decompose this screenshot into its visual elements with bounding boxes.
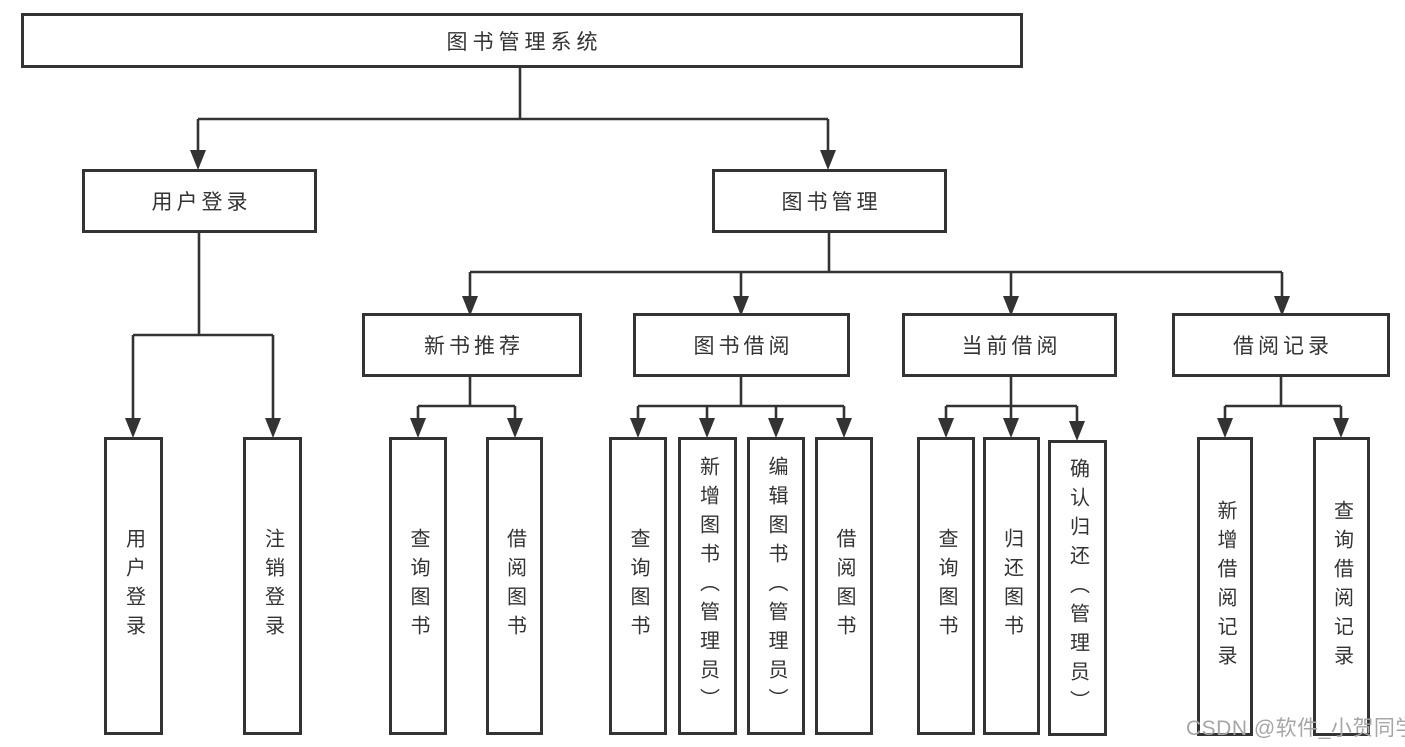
node-label: 借阅图书 xyxy=(503,528,526,644)
node-book-borrowing: 图书借阅 xyxy=(633,313,850,377)
node-label: 用户登录 xyxy=(151,191,252,214)
leaf-query-borrow-record: 查询借阅记录 xyxy=(1313,437,1370,736)
node-label: 注销登录 xyxy=(261,528,284,644)
arrow-down-icon xyxy=(410,418,426,438)
node-label: 编辑图书（管理员） xyxy=(765,455,787,717)
arrow-down-icon xyxy=(820,150,836,170)
node-label: 确认归还（管理员） xyxy=(1066,457,1089,719)
leaf-user-login: 用户登录 xyxy=(104,437,163,735)
node-label: 图书管理 xyxy=(781,191,882,214)
node-borrowing-records: 借阅记录 xyxy=(1172,313,1390,377)
arrow-down-icon xyxy=(1217,418,1233,438)
arrow-down-icon xyxy=(1069,421,1085,441)
leaf-logout: 注销登录 xyxy=(243,437,302,735)
leaf-add-books-admin: 新增图书（管理员） xyxy=(678,437,737,735)
node-label: 用户登录 xyxy=(122,528,145,644)
arrowheads xyxy=(125,150,1349,441)
node-user-login: 用户登录 xyxy=(82,169,317,233)
arrow-down-icon xyxy=(733,296,749,316)
leaf-borrow-books-borrowing: 借阅图书 xyxy=(815,437,873,735)
arrow-down-icon xyxy=(836,418,852,438)
arrow-down-icon xyxy=(507,418,523,438)
arrow-down-icon xyxy=(1003,296,1019,316)
node-book-management: 图书管理 xyxy=(712,169,947,233)
leaf-query-books-recommend: 查询图书 xyxy=(389,437,447,735)
node-label: 查询借阅记录 xyxy=(1330,499,1353,674)
node-label: 借阅记录 xyxy=(1233,335,1333,358)
node-label: 图书借阅 xyxy=(693,335,794,358)
arrow-down-icon xyxy=(190,150,206,170)
node-label: 查询图书 xyxy=(407,528,429,644)
node-label: 新增借阅记录 xyxy=(1214,499,1236,674)
arrow-down-icon xyxy=(1003,418,1019,438)
node-label: 图书管理系统 xyxy=(446,30,603,54)
leaf-add-borrow-record: 新增借阅记录 xyxy=(1197,437,1253,736)
node-library-system: 图书管理系统 xyxy=(21,13,1023,68)
arrow-down-icon xyxy=(1274,296,1290,316)
node-current-borrowing: 当前借阅 xyxy=(902,313,1117,377)
leaf-query-books-borrowing: 查询图书 xyxy=(609,437,667,735)
node-new-book-recommend: 新书推荐 xyxy=(362,313,582,377)
arrow-down-icon xyxy=(1333,418,1349,438)
watermark: CSDN @软件_小贺同学 xyxy=(1186,717,1405,740)
node-label: 新书推荐 xyxy=(424,335,524,358)
node-label: 查询图书 xyxy=(627,528,649,644)
leaf-edit-books-admin: 编辑图书（管理员） xyxy=(747,437,805,735)
node-label: 当前借阅 xyxy=(961,335,1062,358)
leaf-borrow-books-recommend: 借阅图书 xyxy=(486,437,543,735)
node-label: 借阅图书 xyxy=(833,528,855,644)
arrow-down-icon xyxy=(265,418,281,438)
arrow-down-icon xyxy=(125,418,141,438)
arrow-down-icon xyxy=(462,296,478,316)
node-label: 新增图书（管理员） xyxy=(696,455,719,717)
node-label: 归还图书 xyxy=(1000,528,1023,644)
leaf-query-books-current: 查询图书 xyxy=(917,437,975,735)
node-label: 查询图书 xyxy=(935,528,957,644)
arrow-down-icon xyxy=(938,418,954,438)
arrow-down-icon xyxy=(630,418,646,438)
leaf-return-books: 归还图书 xyxy=(983,437,1040,735)
connector-path xyxy=(131,68,1343,425)
arrow-down-icon xyxy=(699,418,715,438)
arrow-down-icon xyxy=(768,418,784,438)
leaf-confirm-return-admin: 确认归还（管理员） xyxy=(1048,440,1107,736)
